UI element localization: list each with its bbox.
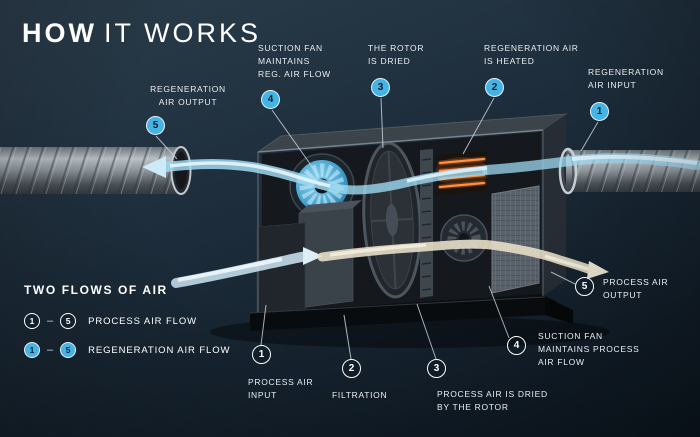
process-output-arrow-icon xyxy=(587,261,609,279)
filter-panel xyxy=(491,185,540,294)
legend-label-process-air-flow: PROCESS AIR FLOW xyxy=(88,315,198,327)
callout-label-suction-fan-reg: SUCTION FAN MAINTAINS REG. AIR FLOW xyxy=(258,43,331,79)
legend-dash: – xyxy=(47,344,54,356)
legend-label-regeneration-air-flow: REGENERATION AIR FLOW xyxy=(88,344,231,356)
divider-panel xyxy=(420,149,433,298)
callout-lines xyxy=(155,97,599,360)
callout-label-process-air-dried: PROCESS AIR IS DRIED BY THE ROTOR xyxy=(437,389,548,412)
step-marker-process-4: 4 xyxy=(507,336,526,355)
step-marker-regen-1: 1 xyxy=(590,102,609,121)
legend-title: TWO FLOWS OF AIR xyxy=(24,283,168,297)
process-air-flow xyxy=(171,239,609,288)
legend-marker-regen-end: 5 xyxy=(60,342,77,358)
cabinet-edges xyxy=(257,129,544,316)
title-word-it-works: IT WORKS xyxy=(103,18,261,48)
step-marker-regen-3: 3 xyxy=(371,78,390,97)
callout-label-process-air-input: PROCESS AIR INPUT xyxy=(248,377,314,400)
regen-output-arrow-icon xyxy=(142,156,166,178)
step-marker-regen-4: 4 xyxy=(261,90,280,109)
step-marker-regen-5: 5 xyxy=(146,116,165,135)
legend-row-regeneration: 1 – 5 REGENERATION AIR FLOW xyxy=(24,342,230,358)
regeneration-air-flow xyxy=(142,153,700,195)
legend-marker-process-end: 5 xyxy=(60,313,77,329)
legend-row-process: 1 – 5 PROCESS AIR FLOW xyxy=(24,313,230,329)
callout-label-suction-fan-process: SUCTION FAN MAINTAINS PROCESS AIR FLOW xyxy=(538,331,640,367)
base-plinth xyxy=(249,296,573,331)
step-marker-process-1: 1 xyxy=(252,345,271,364)
step-marker-process-3: 3 xyxy=(427,359,446,378)
title-word-how: HOW xyxy=(22,18,97,48)
legend-marker-regen-start: 1 xyxy=(24,342,40,358)
step-marker-regen-2: 2 xyxy=(485,78,504,97)
process-fan-icon xyxy=(440,214,488,262)
step-marker-process-2: 2 xyxy=(342,359,361,378)
legend-marker-process-start: 1 xyxy=(24,313,40,329)
callout-label-regeneration-air-heated: REGENERATION AIR IS HEATED xyxy=(484,43,579,66)
callout-label-rotor-is-dried: THE ROTOR IS DRIED xyxy=(368,43,425,66)
callout-label-regeneration-air-input: REGENERATION AIR INPUT xyxy=(588,67,664,90)
right-duct-flange xyxy=(558,147,578,195)
legend-dash: – xyxy=(47,315,54,327)
step-marker-process-5: 5 xyxy=(575,277,594,296)
process-input-arrow-icon xyxy=(303,247,323,265)
callout-label-regeneration-air-output: REGENERATION AIR OUTPUT xyxy=(150,84,226,107)
legend: TWO FLOWS OF AIR 1 – 5 PROCESS AIR FLOW … xyxy=(24,283,230,371)
callout-label-process-air-output: PROCESS AIR OUTPUT xyxy=(603,277,669,300)
callout-label-filtration: FILTRATION xyxy=(332,390,388,400)
